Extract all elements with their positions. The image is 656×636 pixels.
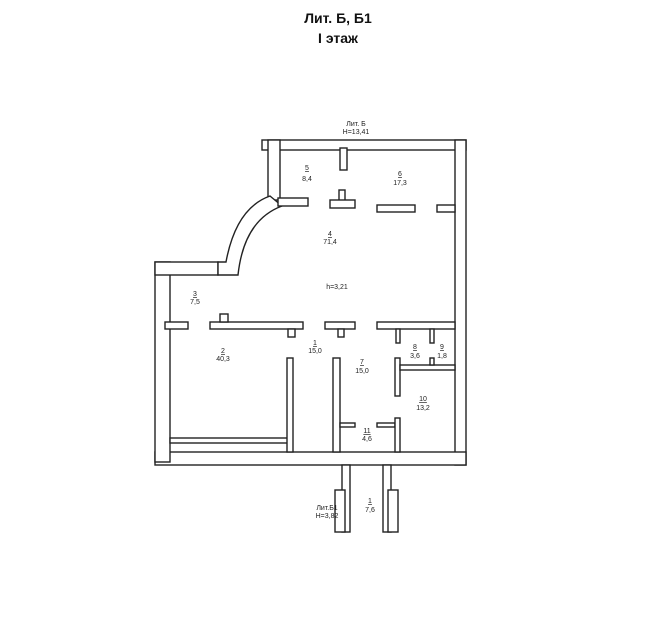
room-number: 5 (305, 165, 309, 172)
lit-b-height: H=13,41 (343, 129, 370, 136)
room-number: 3 (193, 291, 197, 298)
room-number: 10 (419, 396, 427, 403)
room-area: 1,8 (437, 353, 447, 360)
room-area: 7,5 (190, 299, 200, 306)
room-area: 40,3 (216, 356, 230, 363)
room-number: 1 (313, 340, 317, 347)
room-area: 13,2 (416, 405, 430, 412)
room-area: 71,4 (323, 239, 337, 246)
lit-b-label: Лит. Б (346, 121, 366, 128)
room-number: 8 (413, 344, 417, 351)
room-area: 17,3 (393, 180, 407, 187)
plan-title: Лит. Б, Б1 (304, 10, 372, 26)
walls (154, 139, 467, 533)
room-area: 3,6 (410, 353, 420, 360)
room-area: 8,4 (302, 176, 312, 183)
lit-b1-label: Лит.Б1 (316, 505, 337, 512)
lit-b1-height: H=3,82 (316, 513, 339, 520)
ceiling-height: h=3,21 (326, 284, 348, 291)
room-area: 15,0 (308, 348, 322, 355)
room-number: 1 (368, 498, 372, 505)
room-area: 4,6 (362, 436, 372, 443)
room-number: 7 (360, 359, 364, 366)
floor-label: I этаж (318, 30, 358, 46)
room-number: 9 (440, 344, 444, 351)
room-area: 7,6 (365, 507, 375, 514)
room-number: 11 (363, 428, 370, 435)
room-area: 15,0 (355, 368, 369, 375)
room-number: 2 (221, 348, 225, 355)
room-number: 4 (328, 231, 332, 238)
room-number: 6 (398, 171, 402, 178)
room-labels: 1 15,0 2 40,3 3 7,5 4 71,4 5 8,4 6 17,3 … (190, 165, 447, 514)
